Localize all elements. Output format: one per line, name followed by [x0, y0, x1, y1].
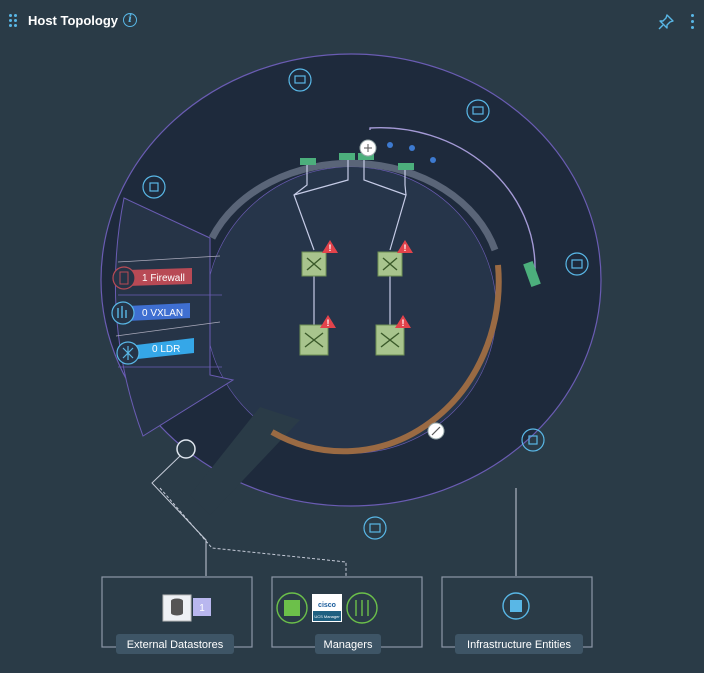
pin-icon[interactable]	[657, 13, 675, 36]
firewall-label: 1 Firewall	[142, 273, 185, 284]
inner-core	[206, 167, 496, 453]
legend-firewall[interactable]: 1 Firewall	[112, 255, 221, 290]
network-arc	[208, 159, 499, 252]
kebab-menu-icon[interactable]	[690, 13, 696, 31]
uplink-arc	[369, 127, 536, 271]
page-title: Host Topology	[28, 13, 119, 28]
datastore-count-badge	[193, 598, 211, 616]
legend-vxlan[interactable]: 0 VXLAN	[111, 301, 190, 325]
infrastructure-label-pill	[455, 634, 583, 654]
svg-text:!: !	[327, 318, 330, 328]
svg-text:!: !	[329, 243, 332, 253]
ldr-label: 0 LDR	[152, 344, 180, 355]
legend-ldr[interactable]: 0 LDR	[115, 321, 221, 365]
ring-entity-icons[interactable]	[142, 68, 589, 540]
drag-handle-icon[interactable]	[9, 14, 21, 30]
header: Host Topology i	[0, 0, 704, 44]
datastore-port-icon[interactable]	[176, 439, 196, 459]
info-icon[interactable]: i	[123, 13, 137, 27]
datastore-count: 1	[199, 603, 205, 614]
host-nodes[interactable]	[299, 251, 405, 356]
datastores-label: External Datastores	[127, 639, 224, 651]
datastores-label-pill	[116, 634, 234, 654]
cisco-logo-text: cisco	[318, 602, 336, 609]
star-icons	[387, 142, 436, 163]
vcenter-icon[interactable]	[276, 592, 308, 624]
svg-text:!: !	[404, 243, 407, 253]
alert-icons[interactable]: ! ! ! !	[320, 240, 413, 328]
topology-links	[293, 160, 407, 325]
svg-text:!: !	[402, 318, 405, 328]
cisco-ucs-text: UCS Manager	[314, 614, 340, 619]
managers-label-pill	[315, 634, 381, 654]
nic-chip[interactable]	[523, 261, 541, 287]
settings-sliders-icon[interactable]	[346, 592, 378, 624]
storage-arc	[270, 264, 502, 455]
infrastructure-icon[interactable]	[502, 592, 530, 620]
switch-chips[interactable]	[300, 153, 414, 170]
vxlan-label: 0 VXLAN	[142, 308, 183, 319]
infrastructure-label: Infrastructure Entities	[467, 639, 571, 651]
managers-label: Managers	[324, 639, 373, 651]
